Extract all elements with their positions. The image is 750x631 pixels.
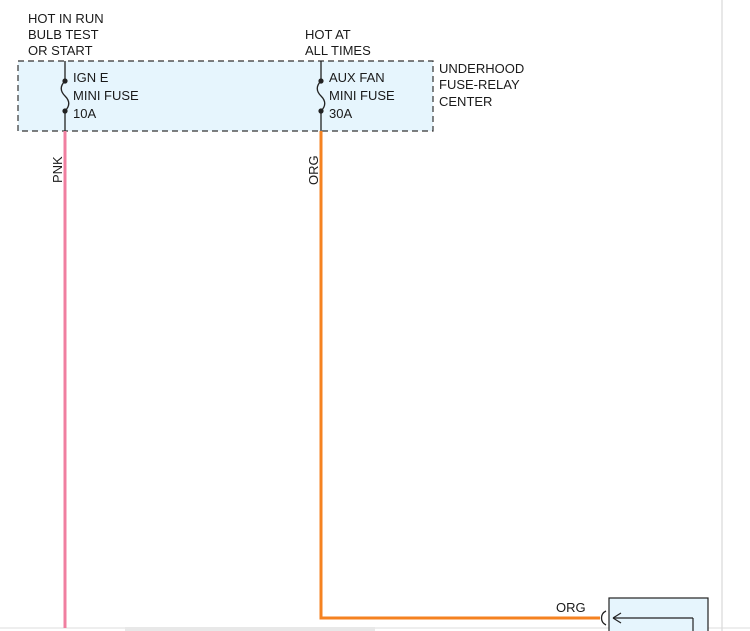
wire-label-pnk: PNK [50, 156, 65, 183]
supply-label-left-2: BULB TEST [28, 27, 99, 42]
connector-wire-label: ORG [556, 600, 586, 615]
fuse-ign-e-type: MINI FUSE [73, 88, 139, 103]
fuse-box-name-3: CENTER [439, 94, 492, 109]
fuse-aux-fan-rating: 30A [329, 106, 352, 121]
fuse-element-icon [316, 80, 326, 112]
supply-label-left-3: OR START [28, 43, 93, 58]
supply-label-right-2: ALL TIMES [305, 43, 371, 58]
fuse-aux-fan-name: AUX FAN [329, 70, 385, 85]
underhood-fuse-relay-center-box [17, 60, 434, 132]
fuse-element-icon [60, 80, 70, 112]
fuse-aux-fan-type: MINI FUSE [329, 88, 395, 103]
scrollbar-track[interactable] [125, 627, 375, 631]
connector-arrow-icon [612, 612, 622, 624]
fuse-ign-e-name: IGN E [73, 70, 109, 85]
fuse-box-name-1: UNDERHOOD [439, 61, 524, 76]
fuse-ign-e-rating: 10A [73, 106, 96, 121]
supply-label-right-1: HOT AT [305, 27, 351, 42]
fuse-box-name-2: FUSE-RELAY [439, 77, 520, 92]
component-connector-box [608, 597, 709, 631]
fuse-aux-fan: AUX FAN MINI FUSE 30A [316, 61, 395, 131]
connector-terminal-icon [600, 610, 607, 626]
fuse-ign-e: IGN E MINI FUSE 10A [60, 61, 139, 131]
wire-org [319, 131, 600, 620]
supply-label-left-1: HOT IN RUN [28, 11, 104, 26]
wire-label-org: ORG [306, 155, 321, 185]
